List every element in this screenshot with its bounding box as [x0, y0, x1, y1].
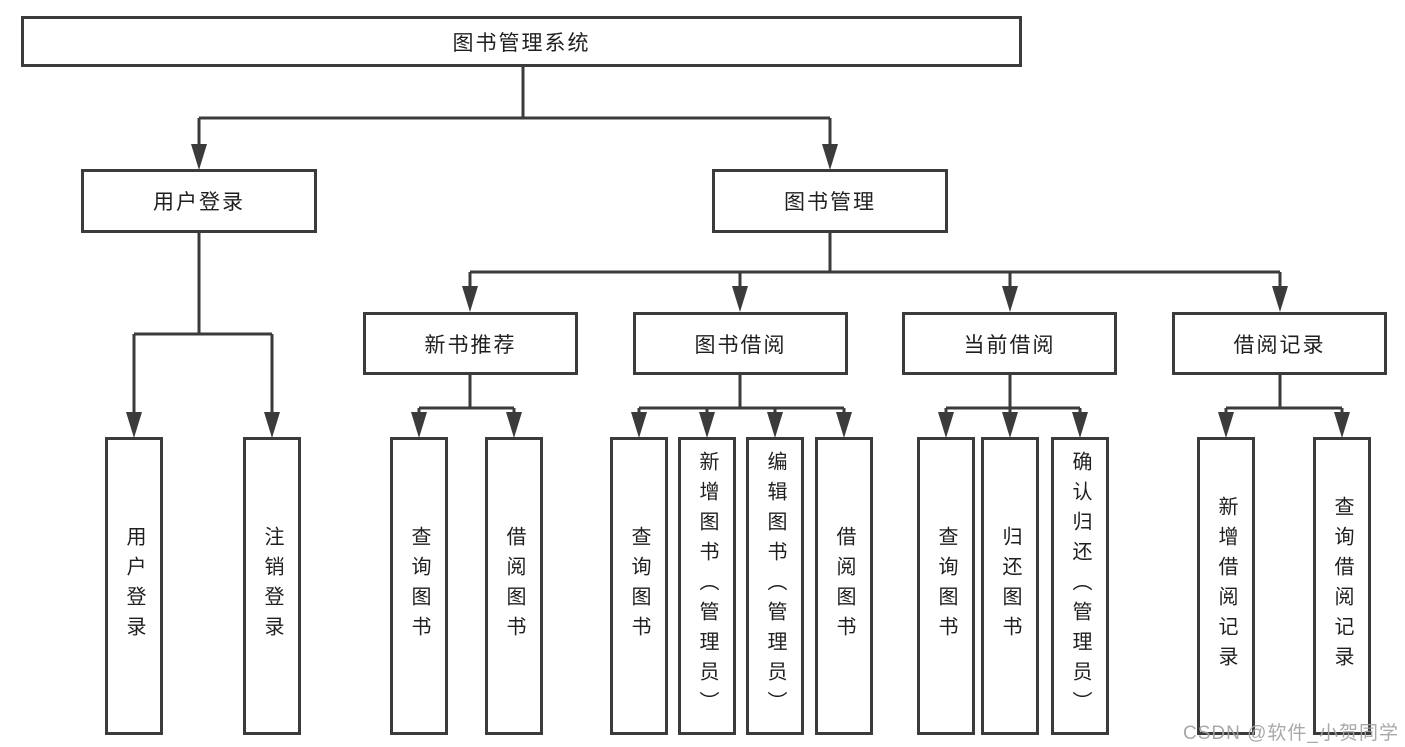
node-new-book-recommend: 新书推荐 — [363, 312, 578, 375]
node-leaf-query-books-3: 查询图书 — [917, 437, 975, 735]
node-current-borrow-label: 当前借阅 — [963, 333, 1056, 357]
node-leaf-borrow-books-2: 借阅图书 — [815, 437, 873, 735]
node-leaf-query-borrow-record: 查询借阅记录 — [1313, 437, 1371, 735]
node-library-system: 图书管理系统 — [21, 16, 1022, 67]
node-book-management: 图书管理 — [712, 169, 948, 233]
node-leaf-add-book-admin-label: 新增图书（管理员） — [696, 451, 718, 721]
node-book-management-label: 图书管理 — [784, 191, 876, 214]
node-leaf-add-borrow-record: 新增借阅记录 — [1197, 437, 1255, 735]
node-leaf-add-borrow-record-label: 新增借阅记录 — [1215, 496, 1237, 676]
node-book-borrow: 图书借阅 — [633, 312, 848, 375]
node-user-login-label: 用户登录 — [153, 191, 245, 214]
node-leaf-borrow-books-1-label: 借阅图书 — [503, 526, 525, 646]
csdn-watermark: CSDN @软件_小贺同学 — [1183, 723, 1399, 744]
node-leaf-logout: 注销登录 — [243, 437, 301, 735]
node-leaf-query-books-3-label: 查询图书 — [935, 526, 957, 646]
node-borrow-records: 借阅记录 — [1172, 312, 1387, 375]
node-leaf-return-books-label: 归还图书 — [999, 526, 1021, 646]
node-library-system-label: 图书管理系统 — [452, 31, 591, 55]
node-leaf-edit-book-admin: 编辑图书（管理员） — [746, 437, 804, 735]
node-borrow-records-label: 借阅记录 — [1233, 333, 1326, 357]
node-leaf-query-books-1: 查询图书 — [390, 437, 448, 735]
node-leaf-user-login: 用户登录 — [105, 437, 163, 735]
arrowheads — [126, 144, 1350, 438]
node-leaf-add-book-admin: 新增图书（管理员） — [678, 437, 736, 735]
node-book-borrow-label: 图书借阅 — [694, 333, 787, 357]
node-current-borrow: 当前借阅 — [902, 312, 1117, 375]
node-leaf-confirm-return-admin-label: 确认归还（管理员） — [1069, 451, 1091, 721]
node-leaf-query-books-1-label: 查询图书 — [408, 526, 430, 646]
node-leaf-return-books: 归还图书 — [981, 437, 1039, 735]
node-user-login: 用户登录 — [81, 169, 317, 233]
node-leaf-confirm-return-admin: 确认归还（管理员） — [1051, 437, 1109, 735]
node-new-book-recommend-label: 新书推荐 — [424, 333, 517, 357]
node-leaf-user-login-label: 用户登录 — [123, 526, 145, 646]
node-leaf-query-borrow-record-label: 查询借阅记录 — [1331, 496, 1353, 676]
node-leaf-borrow-books-1: 借阅图书 — [485, 437, 543, 735]
node-leaf-logout-label: 注销登录 — [261, 526, 283, 646]
node-leaf-query-books-2-label: 查询图书 — [628, 526, 650, 646]
node-leaf-edit-book-admin-label: 编辑图书（管理员） — [764, 451, 786, 721]
node-leaf-query-books-2: 查询图书 — [610, 437, 668, 735]
node-leaf-borrow-books-2-label: 借阅图书 — [833, 526, 855, 646]
